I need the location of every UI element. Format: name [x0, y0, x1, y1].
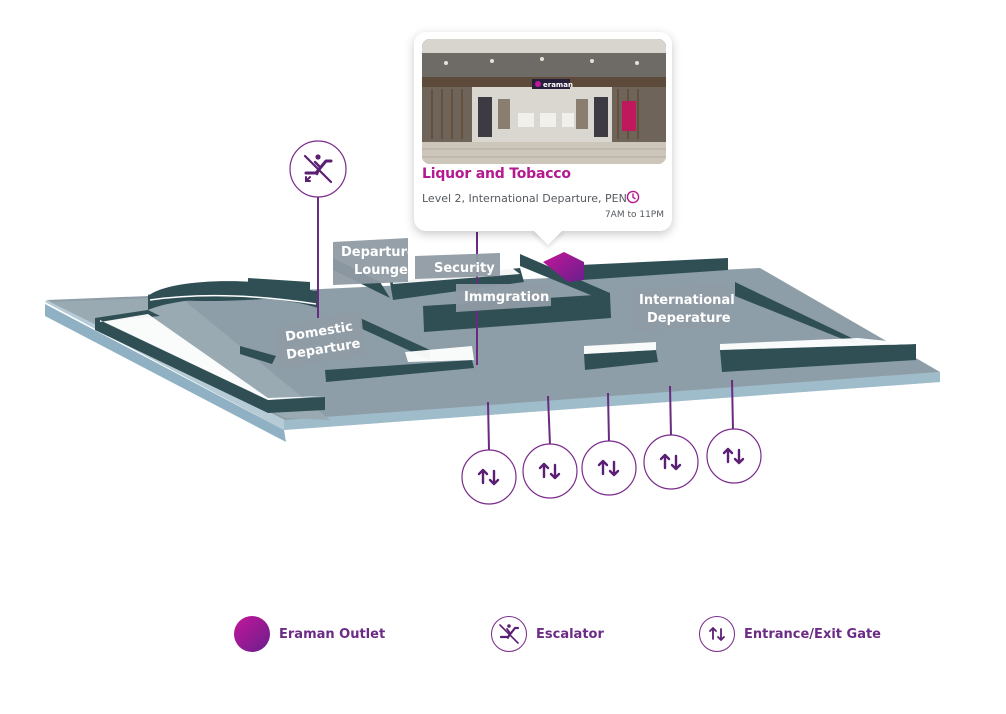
eraman-outlet-icon: [234, 616, 270, 652]
zone-departure-lounge[interactable]: Departure Lounge: [333, 238, 416, 285]
store-hours: 7AM to 11PM: [604, 210, 664, 220]
clock-icon: [626, 190, 640, 204]
entrance-exit-gate-pin[interactable]: [461, 449, 517, 505]
escalator-pin[interactable]: [289, 140, 347, 198]
zone-immigration[interactable]: Immgration: [456, 284, 551, 312]
entrance-exit-icon: [699, 616, 735, 652]
popup-pointer: [532, 229, 564, 245]
zone-label: International: [639, 293, 735, 308]
store-location: Level 2, International Departure, PEN: [422, 192, 627, 205]
ramp-structure: [147, 281, 319, 310]
entrance-exit-gate-pin[interactable]: [643, 434, 699, 490]
storefront-photo: eraman: [422, 39, 666, 164]
store-title: Liquor and Tobacco: [422, 166, 571, 182]
legend-label: Entrance/Exit Gate: [744, 626, 881, 642]
zone-security[interactable]: Security: [415, 253, 500, 279]
legend-item-escalator: Escalator: [491, 615, 604, 653]
zone-label: Immgration: [464, 290, 549, 305]
zone-label: Lounge: [354, 263, 408, 278]
escalator-icon: [303, 154, 333, 184]
zone-label: Deperature: [647, 311, 731, 326]
walls: [95, 254, 916, 413]
entrance-exit-gate-pin[interactable]: [522, 443, 578, 499]
legend-label: Escalator: [536, 626, 604, 642]
legend-item-eraman-outlet: Eraman Outlet: [234, 615, 385, 653]
storefront-sign-text: eraman: [543, 81, 573, 89]
legend-item-entrance-exit-gate: Entrance/Exit Gate: [699, 615, 881, 653]
escalator-icon: [491, 616, 527, 652]
eraman-outlet-marker[interactable]: [543, 252, 584, 282]
zone-label: Departure: [341, 245, 416, 260]
entrance-exit-gate-pin[interactable]: [581, 440, 637, 496]
zone-international-departure[interactable]: International Deperature: [631, 284, 735, 331]
legend-label: Eraman Outlet: [279, 626, 386, 642]
store-popup-card[interactable]: eraman Liquor and Tobacco Level 2, Inter…: [414, 32, 672, 245]
entrance-exit-gate-pin[interactable]: [706, 428, 762, 484]
zone-label: Security: [434, 261, 495, 276]
